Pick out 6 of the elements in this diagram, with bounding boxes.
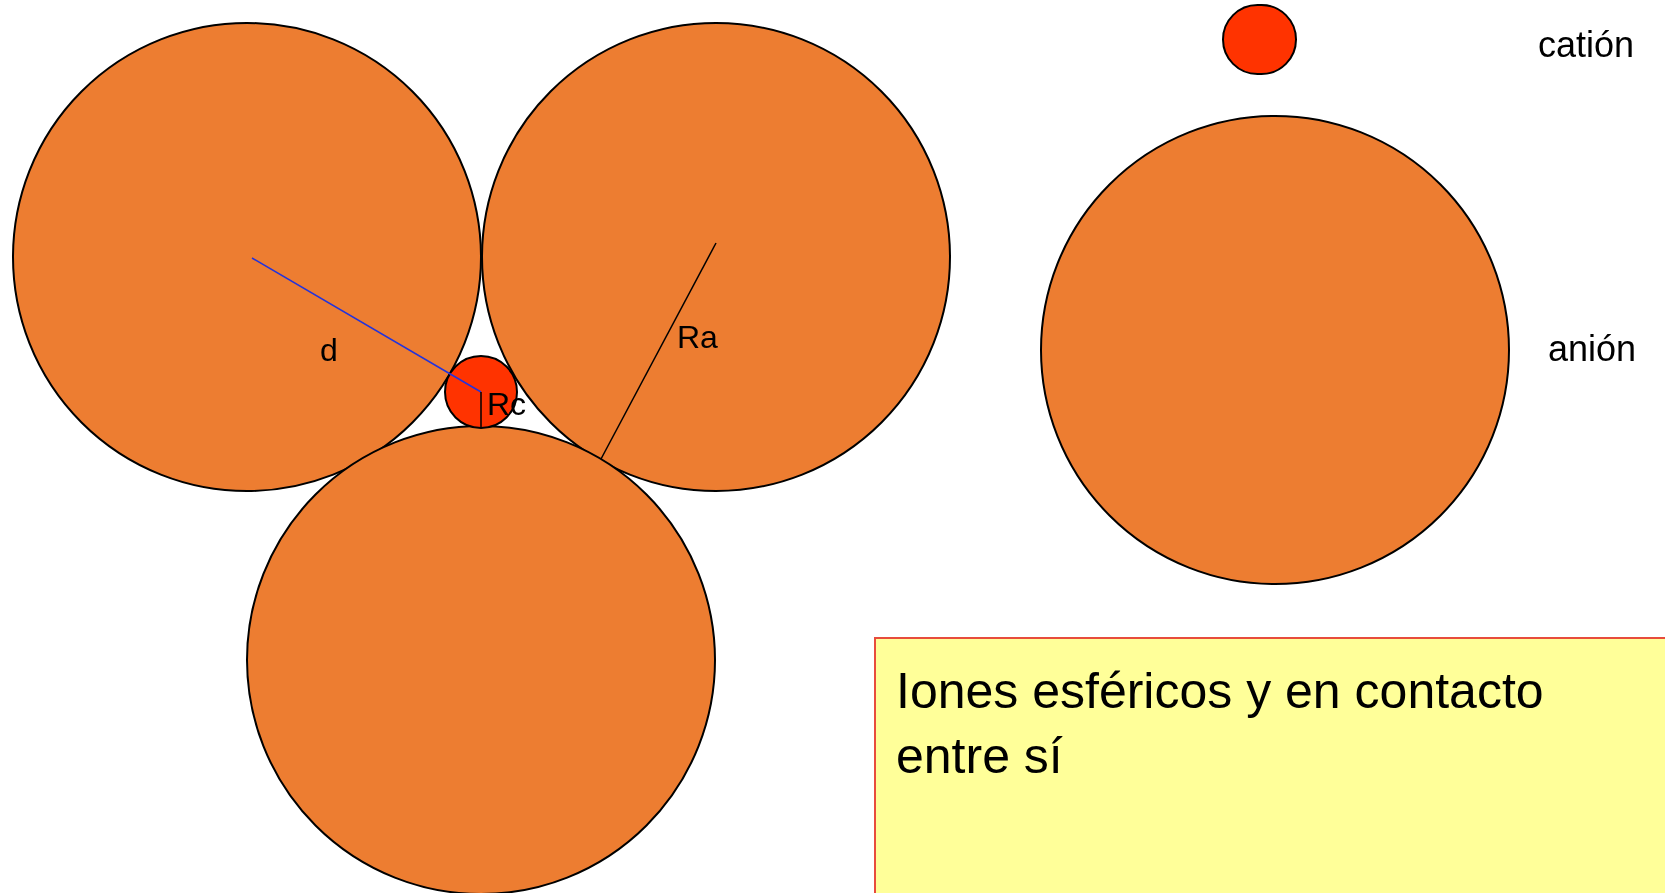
dimension-label: Ra — [677, 318, 718, 357]
legend-label: anión — [1548, 327, 1637, 371]
legend-label: catión — [1538, 23, 1635, 67]
note-box — [874, 637, 1665, 893]
note-text: Iones esféricos y en contacto entre sí — [896, 662, 1545, 786]
dimension-label: d — [320, 331, 338, 370]
